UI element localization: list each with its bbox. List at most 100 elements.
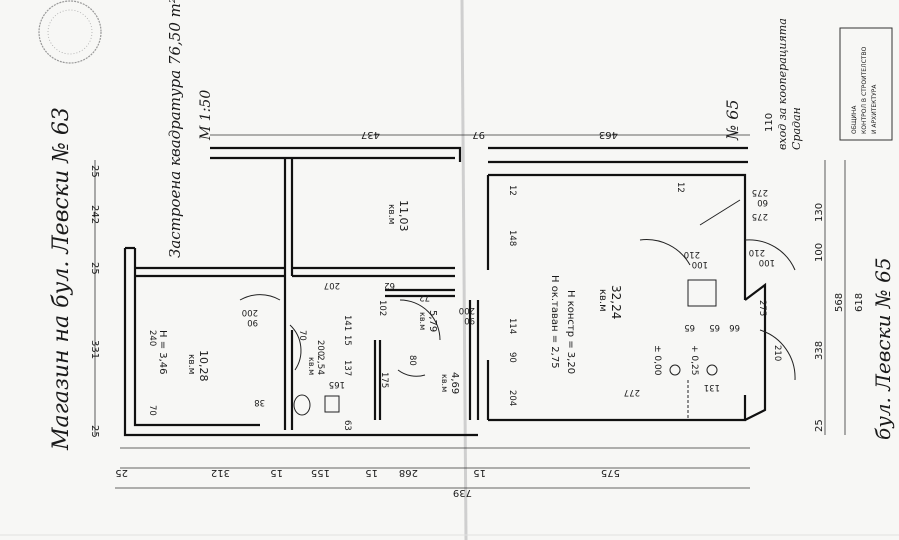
dim-inner: 277 (624, 387, 640, 397)
dim-inner: 200 (459, 305, 475, 315)
dim-bottom: 268 (399, 467, 418, 478)
room-unit: кв.м (186, 354, 196, 374)
dim-bottom: 155 (311, 467, 330, 478)
round-seal (38, 0, 102, 64)
room-unit: кв.м (307, 357, 316, 375)
dim-inner: 275 (752, 187, 768, 197)
dim-inner: 90 (464, 315, 475, 325)
dim-inner: 102 (377, 300, 387, 316)
room-area: 32,24 (609, 285, 623, 319)
doors (239, 199, 796, 381)
dim-right: 618 (854, 293, 865, 312)
room-label: 5,79 кв.м (418, 310, 438, 332)
left-subtitle: Застроена квадратура 76,50 m² (166, 0, 184, 258)
dim-top: 463 (599, 129, 618, 140)
room-label: 4,69 кв.м (440, 372, 460, 394)
dim-inner: 210 (749, 247, 765, 257)
dim-inner: 131 (704, 382, 720, 392)
stamp-line: И АРХИТЕКТУРА (871, 84, 878, 134)
height-label: Н ок.таван = 2,75 (549, 275, 560, 369)
dim-inner: 70 (297, 330, 307, 341)
dim-right: 568 (834, 293, 845, 312)
paper-fold (460, 0, 468, 540)
dim-inner: 90 (247, 317, 258, 327)
walls (123, 146, 767, 437)
dim-inner: 62 (384, 280, 395, 290)
dim-inner: 141 (342, 315, 352, 331)
dim-bottom: 25 (115, 467, 128, 478)
room-area: 10,28 (197, 350, 210, 382)
dim-inner: 100 (692, 259, 708, 269)
room-unit: кв.м (440, 374, 449, 392)
height-label: H = 3,46 (157, 330, 168, 375)
dim-inner: 275 (757, 300, 767, 316)
stamp-line: КОНТРОЛ В СТРОИТЕЛСТВО (861, 46, 868, 134)
dim-inner: 210 (772, 345, 782, 361)
entrance-note: вход за кооперацията (776, 18, 789, 150)
dim-top: 110 (764, 113, 775, 132)
dim-inner: 72 (419, 292, 430, 302)
dim-inner: 200 (315, 340, 325, 356)
dim-inner: 100 (759, 257, 775, 267)
dim-right: 338 (814, 341, 825, 360)
dim-inner: 204 (507, 390, 517, 406)
dim-inner: 12 (675, 182, 685, 193)
approval-stamp: ОБЩИНА КОНТРОЛ В СТРОИТЕЛСТВО И АРХИТЕКТ… (839, 27, 893, 141)
dim-inner: 60 (757, 197, 768, 207)
dim-inner: 210 (684, 249, 700, 259)
height-label: Н констр = 3,20 (565, 290, 576, 374)
dim-bottom: 15 (270, 467, 283, 478)
dim-inner: 200 (242, 307, 258, 317)
dim-left: 25 (89, 262, 100, 275)
dim-right: 130 (814, 203, 825, 222)
dim-inner: 114 (507, 318, 517, 334)
level-label: + 0,25 (689, 345, 699, 375)
room-area: 11,03 (397, 200, 410, 232)
dim-inner: 63 (342, 420, 352, 431)
dim-right: 25 (814, 419, 825, 432)
dim-right: 100 (814, 243, 825, 262)
room-label: 32,24 кв.м (597, 285, 623, 319)
left-title: Магазин на бул. Левски № 63 (49, 107, 74, 451)
dim-inner: 65 (684, 322, 695, 332)
right-title: бул. Левски № 65 (871, 257, 895, 440)
room-unit: кв.м (418, 312, 427, 330)
dim-left: 25 (89, 425, 100, 438)
dim-left: 331 (89, 340, 100, 359)
dim-bottom: 312 (211, 467, 230, 478)
room-label: 2,54 кв.м (307, 355, 325, 375)
dim-inner: 66 (729, 322, 740, 332)
dim-bottom: 15 (473, 467, 486, 478)
dim-bottom: 15 (365, 467, 378, 478)
right-number: № 65 (723, 99, 742, 141)
fixtures (293, 279, 718, 420)
dim-inner: 175 (379, 372, 389, 388)
dim-inner: 70 (147, 405, 157, 416)
room-unit: кв.м (597, 289, 608, 312)
dim-top: 97 (472, 129, 485, 140)
dim-inner: 240 (147, 330, 157, 346)
room-area: 4,69 (449, 372, 460, 394)
room-label: 11,03 кв.м (386, 200, 410, 232)
dim-total: 739 (453, 487, 472, 498)
dim-inner: 165 (329, 379, 345, 389)
level-label: ± 0,00 (652, 345, 662, 376)
dim-inner: 80 (407, 355, 417, 366)
dim-inner: 65 (709, 322, 720, 332)
dim-inner: 275 (752, 211, 768, 221)
dim-left: 242 (89, 205, 100, 224)
room-area: 5,79 (427, 310, 438, 332)
room-unit: кв.м (386, 204, 396, 224)
dim-left: 25 (89, 165, 100, 178)
dim-inner: 90 (507, 352, 517, 363)
dim-inner: 38 (254, 397, 265, 407)
dim-inner: 207 (324, 280, 340, 290)
dim-top: 437 (361, 129, 380, 140)
entrance-note: Срадан (790, 107, 803, 150)
room-label: 10,28 кв.м (186, 350, 210, 382)
dim-inner: 12 (507, 185, 517, 196)
left-scale: М 1:50 (198, 90, 214, 141)
dim-inner: 15 (342, 335, 352, 346)
